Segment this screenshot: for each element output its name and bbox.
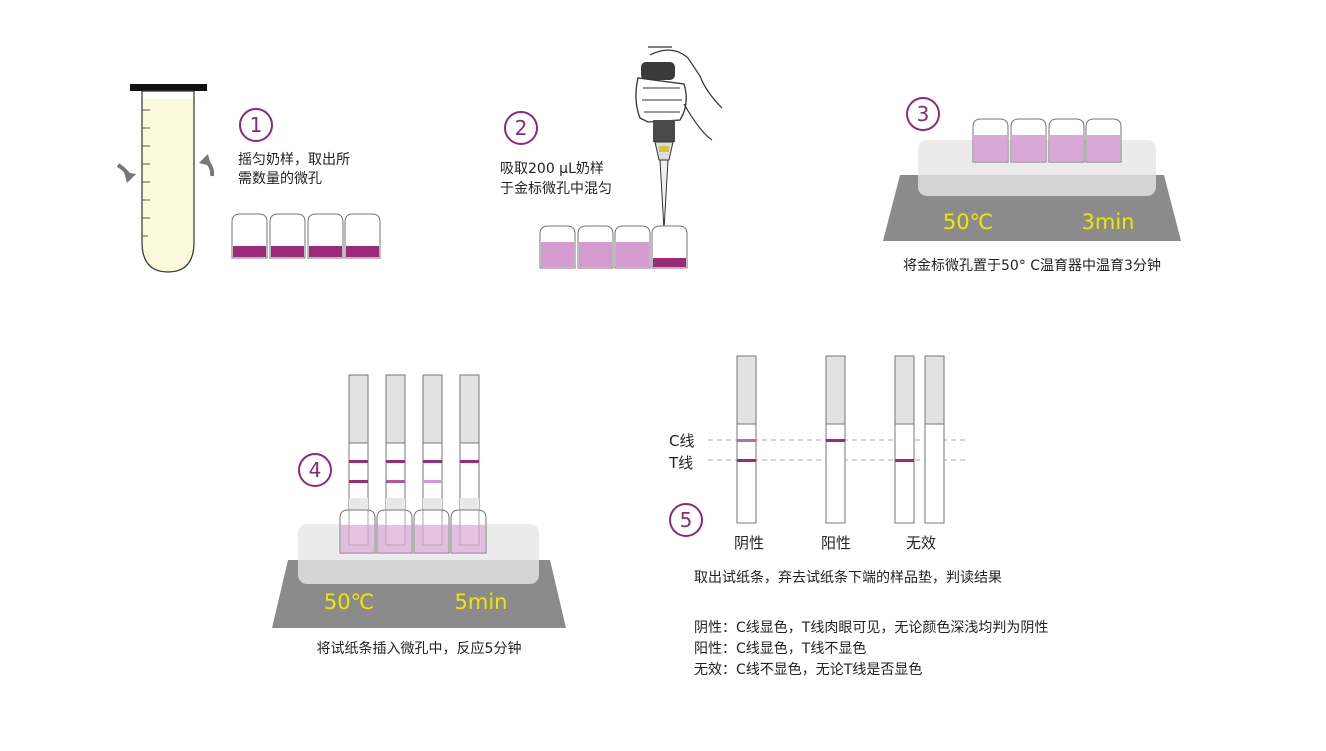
- micro-well: [651, 225, 688, 269]
- strip-absorbent-pad: [459, 374, 480, 444]
- well-reagent: [653, 258, 686, 267]
- step-3: 3 50℃ 3min 将金标微孔置于50° C温育器中温育3分钟: [883, 97, 1181, 274]
- strip-c-line: [460, 460, 479, 463]
- step-2-text-line-1: 吸取200 μL奶样: [500, 161, 604, 177]
- shake-arrow-left-head-icon: [124, 172, 136, 183]
- step-5: 5 C线 T线 阴性 阳性 无效 取出试纸条，弃去试纸条下端的样品垫，判读结果 …: [668, 355, 1048, 678]
- strip-t-line: [386, 480, 405, 483]
- step-4-temperature: 50℃: [324, 590, 374, 614]
- tube-headspace: [143, 92, 193, 99]
- step-2-wells: [539, 225, 688, 269]
- result-positive-label: 阳性: [821, 534, 851, 552]
- well-mixed-liquid: [579, 242, 612, 267]
- result-negative-label: 阴性: [734, 534, 764, 552]
- well-mixed-liquid: [341, 525, 374, 553]
- step-2-number: 2: [515, 116, 528, 140]
- well-reagent: [271, 246, 304, 257]
- step-4-number: 4: [309, 458, 322, 482]
- shake-arrow-right-head-icon: [199, 154, 211, 166]
- strip-absorbent-pad: [348, 374, 369, 444]
- well-mixed-liquid: [616, 242, 649, 267]
- well-mixed-liquid: [1012, 135, 1045, 162]
- step-1: 1 摇匀奶样，取出所 需数量的微孔: [116, 84, 381, 273]
- note-positive: 阳性：C线显色，T线不显色: [694, 640, 866, 657]
- step-4-time: 5min: [455, 590, 508, 614]
- t-line-label: T线: [668, 454, 693, 472]
- note-negative: 阴性：C线显色，T线肉眼可见，无论颜色深浅均判为阴性: [694, 619, 1048, 636]
- step-4-caption: 将试纸条插入微孔中，反应5分钟: [317, 640, 522, 657]
- well-reagent: [346, 246, 379, 257]
- well-mixed-liquid: [1050, 135, 1083, 162]
- strip-sample-pad: [423, 498, 442, 510]
- step-2: 2 吸取200 μL奶样 于金标微孔中混匀: [500, 46, 723, 269]
- well-reagent: [309, 246, 342, 257]
- step-5-number: 5: [680, 508, 693, 532]
- step-3-wells: [972, 118, 1122, 163]
- c-line-label: C线: [669, 432, 694, 450]
- strip-sample-pad: [386, 498, 405, 510]
- strip-sample-pad: [349, 498, 368, 510]
- note-invalid: 无效：C线不显色，无论T线是否显色: [694, 661, 922, 678]
- strip-absorbent-pad: [825, 355, 846, 425]
- strip-t-line: [349, 480, 368, 483]
- strip-t-line: [895, 459, 914, 462]
- strip-c-line: [386, 460, 405, 463]
- step-1-text-line-1: 摇匀奶样，取出所: [238, 152, 350, 168]
- step-1-number: 1: [250, 113, 263, 137]
- step-3-temperature: 50℃: [943, 210, 993, 234]
- step-3-caption: 将金标微孔置于50° C温育器中温育3分钟: [903, 257, 1161, 274]
- strip-c-line: [826, 439, 845, 442]
- pipette-icon: [635, 46, 723, 246]
- well-mixed-liquid: [378, 525, 411, 553]
- step-5-caption: 取出试纸条，弃去试纸条下端的样品垫，判读结果: [694, 569, 1002, 586]
- well-mixed-liquid: [974, 135, 1007, 162]
- step-3-badge: [906, 97, 940, 131]
- well-mixed-liquid: [452, 525, 485, 553]
- strip-sample-pad: [460, 498, 479, 510]
- step-2-text-line-2: 于金标微孔中混匀: [500, 181, 612, 197]
- strip-absorbent-pad: [422, 374, 443, 444]
- step-1-text-line-2: 需数量的微孔: [238, 171, 322, 187]
- strip-t-line: [737, 459, 756, 462]
- strip-absorbent-pad: [385, 374, 406, 444]
- step-1-badge: [239, 108, 273, 142]
- strip-c-line: [737, 439, 756, 442]
- tube-cap: [130, 84, 207, 91]
- step-4: 4: [272, 374, 566, 657]
- well-mixed-liquid: [1087, 135, 1120, 162]
- tube-graduations: [142, 109, 150, 237]
- step-4-wells: [339, 509, 487, 554]
- well-mixed-liquid: [415, 525, 448, 553]
- milk-tube: [141, 90, 195, 273]
- result-invalid-label: 无效: [906, 534, 936, 552]
- strip-t-line: [423, 480, 442, 483]
- strip-absorbent-pad: [924, 355, 945, 425]
- strip-absorbent-pad: [894, 355, 915, 425]
- well-mixed-liquid: [541, 242, 574, 267]
- step-2-badge: [504, 111, 538, 145]
- step-4-strips: [348, 374, 480, 546]
- well-reagent: [233, 246, 266, 257]
- step-3-time: 3min: [1082, 210, 1135, 234]
- strip-c-line: [349, 460, 368, 463]
- step-3-number: 3: [917, 102, 930, 126]
- step-1-wells: [231, 213, 381, 259]
- step-5-badge: [669, 503, 703, 537]
- strip-absorbent-pad: [736, 355, 757, 425]
- strip-c-line: [423, 460, 442, 463]
- step-4-badge: [298, 453, 332, 487]
